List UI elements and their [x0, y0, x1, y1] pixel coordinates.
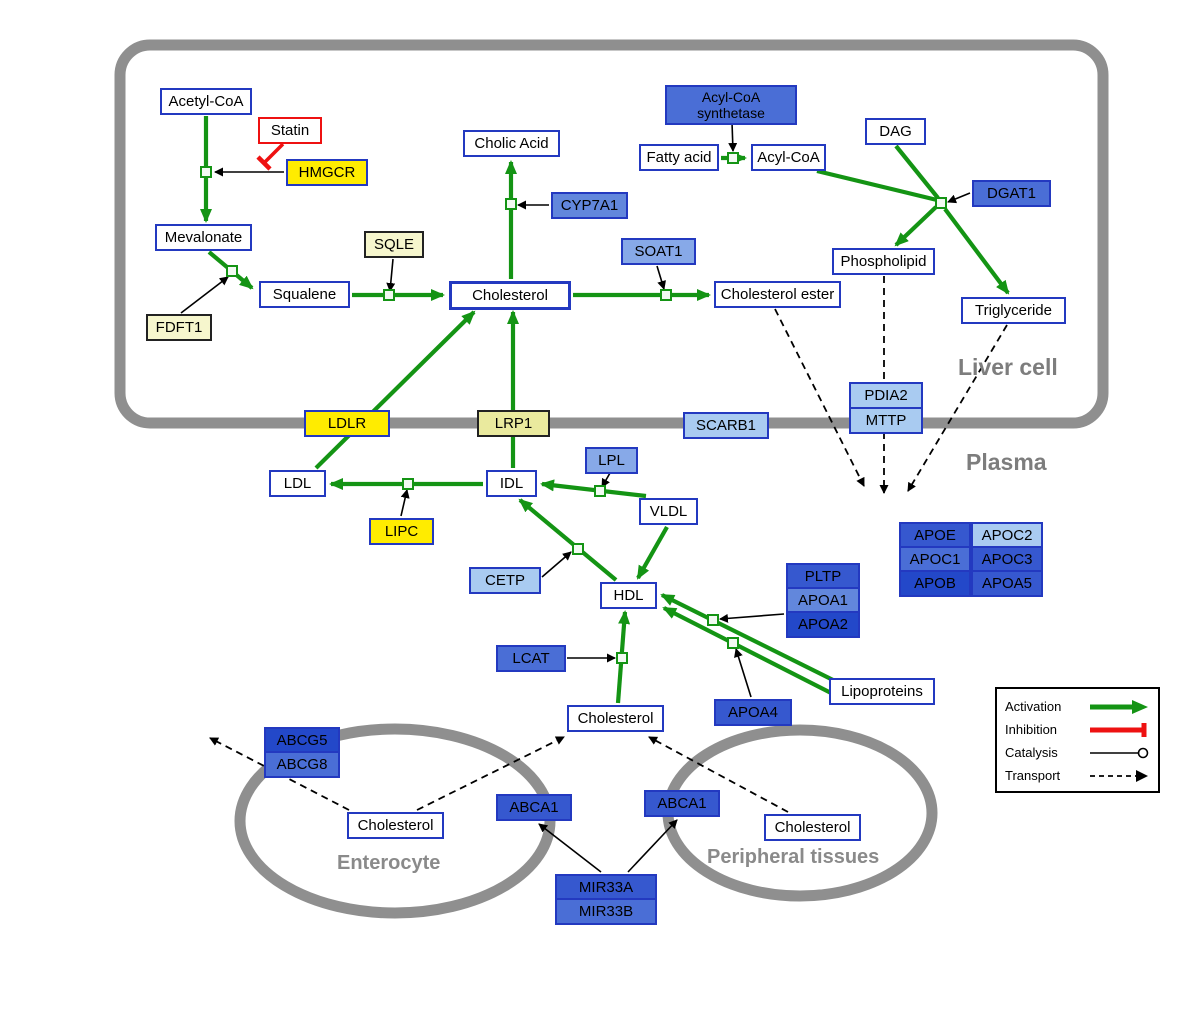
liver-cell-label: Liver cell: [958, 354, 1058, 380]
legend-inhibition-label: Inhibition: [1005, 722, 1058, 737]
legend-catalysis-label: Catalysis: [1005, 745, 1058, 760]
node-lipc[interactable]: LIPC: [369, 518, 434, 545]
node-dgat1[interactable]: DGAT1: [972, 180, 1051, 207]
activation-arrow-icon: [1090, 699, 1148, 714]
node-cholesterol-ester[interactable]: Cholesterol ester: [714, 281, 841, 308]
node-abca1-enterocyte[interactable]: ABCA1: [496, 794, 572, 821]
node-idl[interactable]: IDL: [486, 470, 537, 497]
enterocyte-label: Enterocyte: [337, 852, 441, 874]
node-soat1[interactable]: SOAT1: [621, 238, 696, 265]
node-scarb1[interactable]: SCARB1: [683, 412, 769, 439]
node-vldl[interactable]: VLDL: [639, 498, 698, 525]
node-cyp7a1[interactable]: CYP7A1: [551, 192, 628, 219]
node-apoa5[interactable]: APOA5: [971, 570, 1043, 597]
catalysis-circle-icon: [1090, 747, 1149, 758]
node-apoa4[interactable]: APOA4: [714, 699, 792, 726]
node-phospholipid[interactable]: Phospholipid: [832, 248, 935, 275]
inhibition-edge: [256, 142, 285, 171]
node-pdia2[interactable]: PDIA2: [849, 382, 923, 409]
node-apoc3[interactable]: APOC3: [971, 546, 1043, 573]
node-abcg5[interactable]: ABCG5: [264, 727, 340, 754]
legend-transport-label: Transport: [1005, 768, 1061, 783]
transport-dashed-arrow-icon: [1090, 769, 1148, 782]
node-mir33a[interactable]: MIR33A: [555, 874, 657, 901]
plasma-label: Plasma: [966, 449, 1047, 475]
node-lpl[interactable]: LPL: [585, 447, 638, 474]
node-fatty-acid[interactable]: Fatty acid: [639, 144, 719, 171]
node-cholesterol-peripheral[interactable]: Cholesterol: [764, 814, 861, 841]
node-abca1-peripheral[interactable]: ABCA1: [644, 790, 720, 817]
node-ldlr[interactable]: LDLR: [304, 410, 390, 437]
node-cholic-acid[interactable]: Cholic Acid: [463, 130, 560, 157]
node-acetyl-coa[interactable]: Acetyl-CoA: [160, 88, 252, 115]
node-cholesterol-liver[interactable]: Cholesterol: [449, 281, 571, 310]
peripheral-tissues-label: Peripheral tissues: [707, 846, 880, 868]
node-lrp1[interactable]: LRP1: [477, 410, 550, 437]
legend-activation: Activation: [1005, 695, 1150, 718]
node-mir33b[interactable]: MIR33B: [555, 898, 657, 925]
legend: Activation Inhibition Catalysis Transpor…: [995, 687, 1160, 793]
liver-cell-membrane: [114, 39, 1109, 429]
node-acyl-coa[interactable]: Acyl-CoA: [751, 144, 826, 171]
legend-transport: Transport: [1005, 764, 1150, 787]
node-fdft1[interactable]: FDFT1: [146, 314, 212, 341]
node-ldl[interactable]: LDL: [269, 470, 326, 497]
node-mevalonate[interactable]: Mevalonate: [155, 224, 252, 251]
node-lipoproteins[interactable]: Lipoproteins: [829, 678, 935, 705]
legend-activation-label: Activation: [1005, 699, 1062, 714]
legend-catalysis: Catalysis: [1005, 741, 1150, 764]
node-squalene[interactable]: Squalene: [259, 281, 350, 308]
node-cetp[interactable]: CETP: [469, 567, 541, 594]
node-hdl[interactable]: HDL: [600, 582, 657, 609]
node-apoa2[interactable]: APOA2: [786, 611, 860, 638]
legend-inhibition: Inhibition: [1005, 718, 1150, 741]
node-lcat[interactable]: LCAT: [496, 645, 566, 672]
inhibition-tbar-icon: [1090, 722, 1147, 737]
node-apoc1[interactable]: APOC1: [899, 546, 971, 573]
node-mttp[interactable]: MTTP: [849, 407, 923, 434]
compartment-membranes: [114, 39, 1109, 919]
node-apoa1[interactable]: APOA1: [786, 587, 860, 614]
node-apoe[interactable]: APOE: [899, 522, 971, 549]
node-sqle[interactable]: SQLE: [364, 231, 424, 258]
activation-edges: [200, 116, 1010, 704]
node-cholesterol-enterocyte[interactable]: Cholesterol: [347, 812, 444, 839]
node-acyl-coa-synthetase[interactable]: Acyl-CoA synthetase: [665, 85, 797, 125]
enterocyte-membrane: [234, 723, 556, 919]
node-hmgcr[interactable]: HMGCR: [286, 159, 368, 186]
node-cholesterol-plasma[interactable]: Cholesterol: [567, 705, 664, 732]
node-dag[interactable]: DAG: [865, 118, 926, 145]
node-triglyceride[interactable]: Triglyceride: [961, 297, 1066, 324]
node-pltp[interactable]: PLTP: [786, 563, 860, 590]
node-apoc2[interactable]: APOC2: [971, 522, 1043, 549]
catalysis-edges: [180, 121, 971, 873]
reaction-nodes: [200, 152, 947, 664]
node-apob[interactable]: APOB: [899, 570, 971, 597]
node-abcg8[interactable]: ABCG8: [264, 751, 340, 778]
node-statin[interactable]: Statin: [258, 117, 322, 144]
